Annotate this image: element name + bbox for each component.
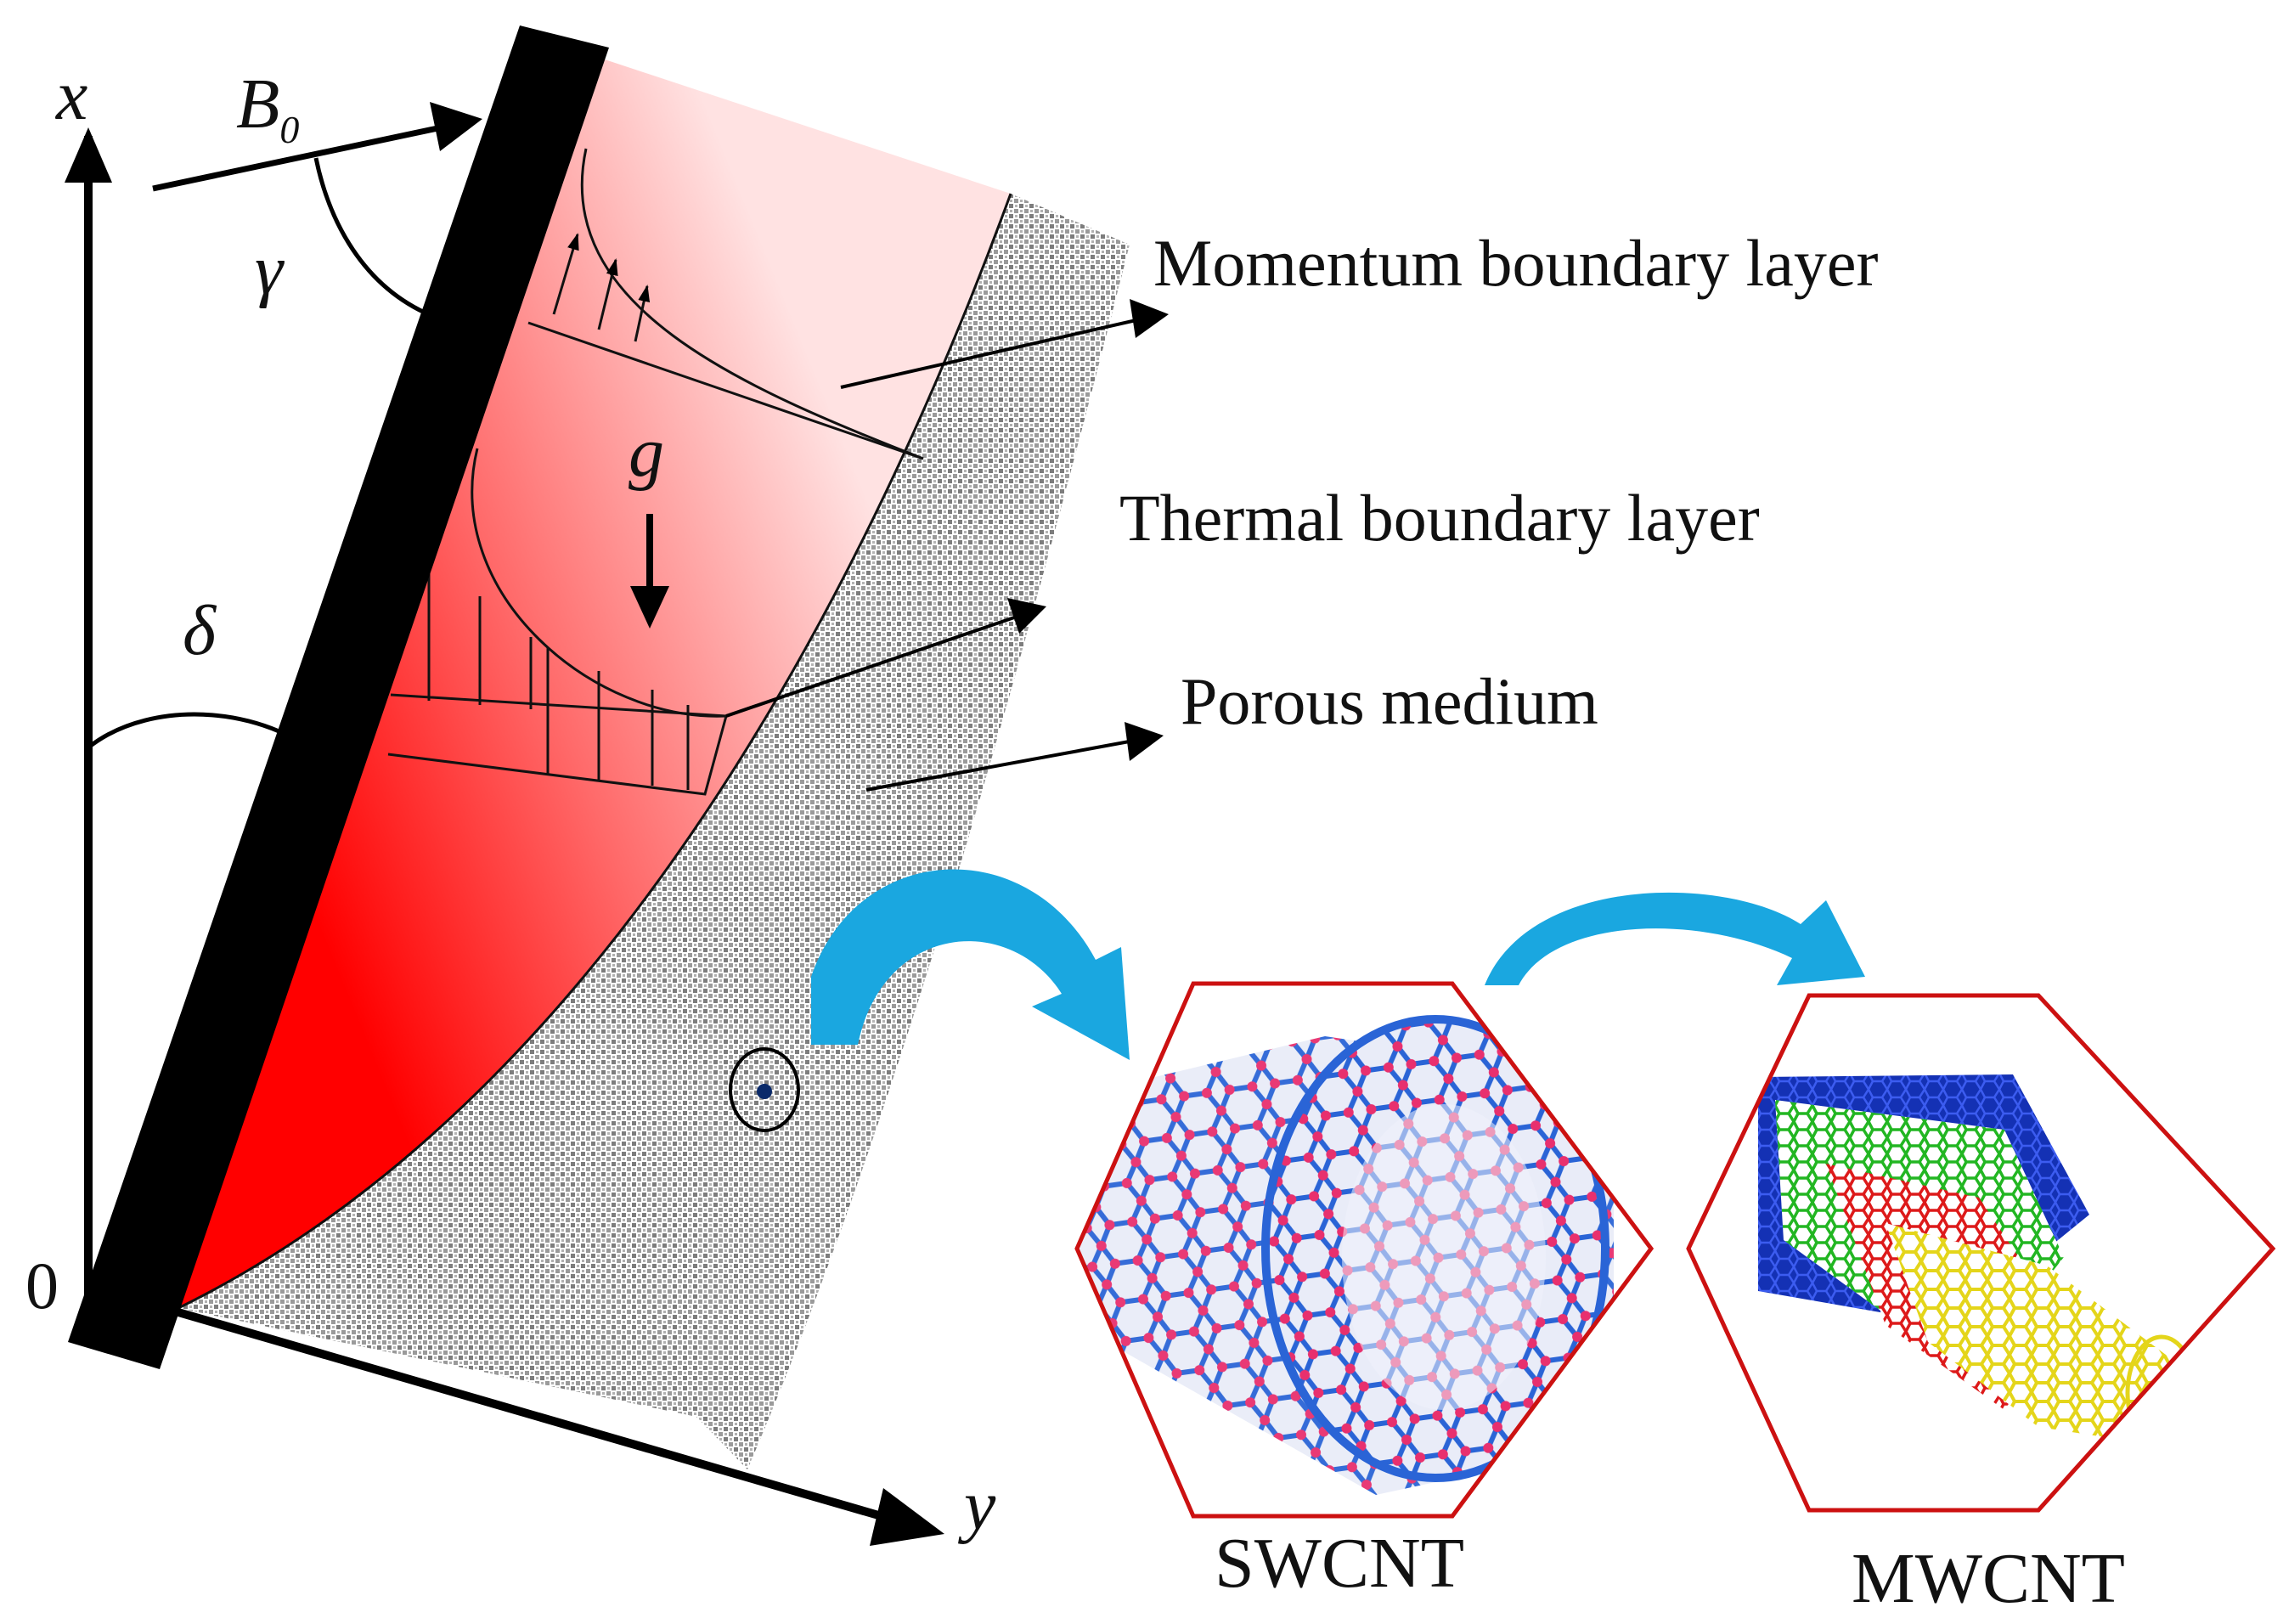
gravity-symbol: g xyxy=(629,413,664,492)
y-axis xyxy=(177,1308,892,1523)
fluid-particle-ring xyxy=(729,1047,800,1132)
porous-leader-arrow xyxy=(865,739,1135,792)
swcnt-label: SWCNT xyxy=(1215,1524,1464,1603)
curved-arrow-to-mwcnt xyxy=(1485,892,1865,985)
y-axis-arrowhead xyxy=(870,1488,944,1546)
field-angle-symbol: γ xyxy=(255,230,285,309)
curved-arrow-to-swcnt xyxy=(811,869,1130,1060)
thermal-leader-arrowhead xyxy=(1007,598,1046,634)
inclination-angle-symbol: δ xyxy=(183,591,217,670)
momentum-leader-arrow xyxy=(840,318,1141,389)
velocity-arrow xyxy=(634,285,651,342)
thermal-profile-curve xyxy=(471,448,727,718)
mwcnt-illustration xyxy=(1686,993,2276,1513)
fluid-particle xyxy=(757,1084,772,1099)
porous-leader-arrowhead xyxy=(1125,722,1164,761)
porous-medium-label: Porous medium xyxy=(1181,664,1598,738)
swcnt-hexagon-frame xyxy=(1074,981,1654,1519)
thermal-layer-label: Thermal boundary layer xyxy=(1119,481,1760,555)
inclination-angle-arc xyxy=(87,712,337,770)
swcnt-illustration xyxy=(1074,981,1654,1519)
velocity-arrow xyxy=(552,233,579,315)
momentum-profile-curve xyxy=(580,148,924,460)
thermal-leader-arrow xyxy=(725,614,1020,718)
x-axis-arrowhead xyxy=(65,127,112,183)
velocity-arrow xyxy=(597,258,618,330)
field-angle-arc xyxy=(313,157,426,315)
magnetic-field-symbol: B0 xyxy=(236,65,299,151)
mwcnt-label: MWCNT xyxy=(1852,1539,2125,1618)
fluid-boundary-layer-region xyxy=(166,59,1011,1308)
momentum-layer-label: Momentum boundary layer xyxy=(1153,226,1878,300)
magnetic-field-arrow xyxy=(152,124,443,192)
gravity-arrowhead xyxy=(630,586,669,629)
momentum-leader-arrowhead xyxy=(1130,299,1169,338)
momentum-profile-baseline xyxy=(527,321,924,460)
origin-label: 0 xyxy=(25,1249,59,1322)
x-axis-label: x xyxy=(54,56,87,135)
mwcnt-hexagon-frame xyxy=(1686,993,2276,1513)
magnetic-field-arrowhead xyxy=(430,102,482,151)
y-axis-label: y xyxy=(957,1466,996,1545)
boundary-layer-edge xyxy=(178,193,1012,1310)
inclined-plate xyxy=(68,25,609,1369)
